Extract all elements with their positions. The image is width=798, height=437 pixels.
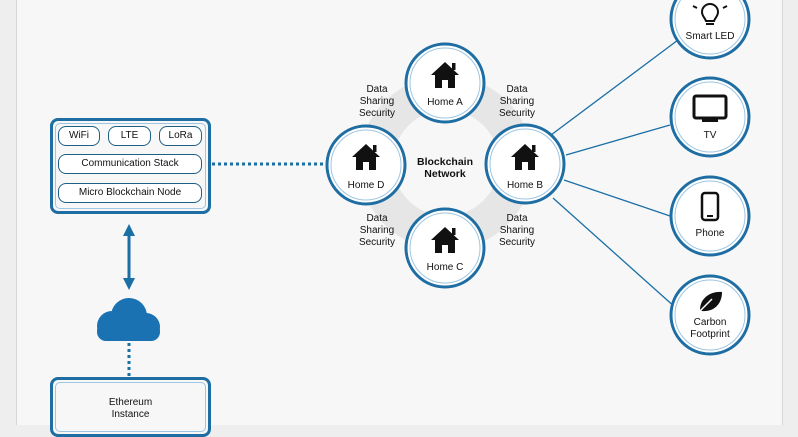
- tv-icon: [692, 94, 728, 122]
- sync-arrow-head-down: [123, 278, 135, 290]
- carbon-footprint-node: [669, 274, 751, 356]
- home-d-node: [325, 124, 407, 206]
- communication-stack-box: Communication Stack: [58, 154, 202, 174]
- lte-chip: LTE: [108, 126, 151, 146]
- sync-arrow-head-up: [123, 224, 135, 236]
- blockchain-network-label: Blockchain Network: [416, 156, 474, 180]
- link-home-b-carbon: [552, 197, 677, 309]
- home-d-label: Home D: [347, 180, 385, 191]
- smart-led-node: [669, 0, 751, 60]
- leaf-icon: [698, 291, 722, 313]
- phone-node: [669, 175, 751, 257]
- micro-blockchain-node-box: Micro Blockchain Node: [58, 183, 202, 203]
- smartphone-icon: [700, 191, 720, 222]
- wifi-chip: WiFi: [58, 126, 100, 146]
- home-a-label: Home A: [427, 97, 463, 108]
- home-a-node: [404, 42, 486, 124]
- diagram-graphics: [97, 0, 751, 378]
- tv-node: [669, 76, 751, 158]
- ethereum-label: Ethereum Instance: [108, 397, 153, 420]
- smart-led-label: Smart LED: [685, 31, 735, 42]
- carbon-footprint-label: Carbon Footprint: [690, 317, 730, 340]
- tv-label: TV: [703, 130, 717, 141]
- home-c-node: [404, 207, 486, 289]
- lora-chip: LoRa: [159, 126, 202, 146]
- home-b-node: [484, 123, 566, 205]
- link-home-b-phone: [563, 179, 671, 217]
- home-b-label: Home B: [506, 180, 544, 191]
- phone-label: Phone: [695, 228, 725, 239]
- cloud-icon: [97, 298, 160, 341]
- link-home-b-tv: [565, 124, 671, 156]
- link-home-b-smart-led: [550, 39, 679, 136]
- lightbulb-icon: [692, 3, 728, 25]
- home-c-label: Home C: [426, 262, 464, 273]
- device-panel-border: [55, 123, 206, 209]
